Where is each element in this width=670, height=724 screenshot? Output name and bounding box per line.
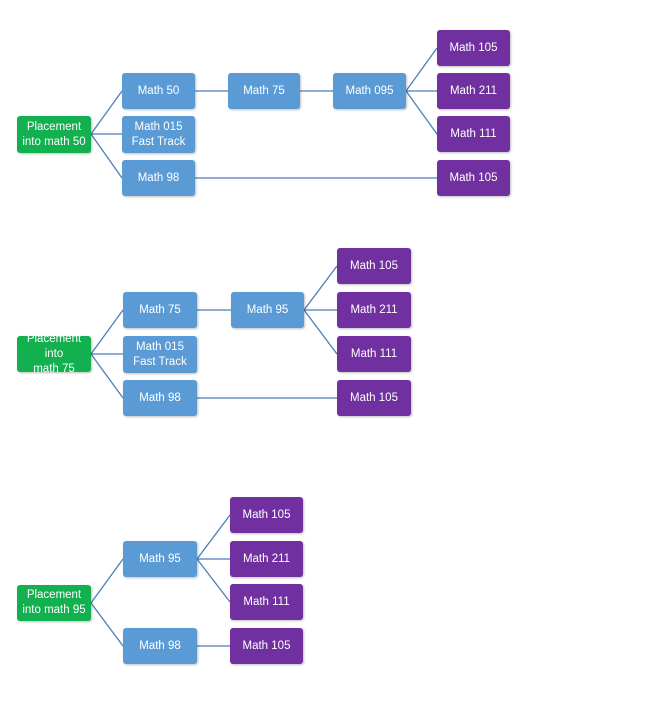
outcome-node: Math 105: [337, 380, 411, 416]
node-label: Math 50: [137, 84, 180, 97]
node-label: Math 111: [350, 347, 398, 360]
outcome-node: Math 111: [230, 584, 303, 620]
node-label: Math 98: [139, 391, 181, 404]
course-node: Math 75: [123, 292, 197, 328]
node-label: Math 75: [139, 303, 181, 316]
node-label: into math 95: [22, 604, 86, 616]
connector: [196, 514, 231, 560]
node-label: Math 015: [136, 340, 184, 353]
outcome-node: Math 111: [437, 116, 510, 152]
course-node: Math 95: [231, 292, 304, 328]
node-label: Math 98: [139, 639, 181, 652]
node-label: Math 095: [345, 84, 394, 97]
node-label: Math 211: [350, 303, 398, 316]
placement-node-math-50: Placement into math 50: [17, 116, 91, 153]
course-node: Math 98: [123, 628, 197, 664]
connector: [405, 90, 438, 135]
node-label: Fast Track: [131, 135, 186, 148]
outcome-node: Math 211: [437, 73, 510, 109]
course-node: Math 75: [228, 73, 300, 109]
outcome-node: Math 105: [337, 248, 411, 284]
connector: [90, 558, 124, 604]
node-label: Math 75: [243, 84, 285, 97]
node-label: Math 105: [242, 639, 291, 652]
node-label: Math 111: [450, 127, 497, 140]
node-label: Math 111: [243, 595, 290, 608]
node-label: Math 211: [242, 552, 291, 565]
outcome-node: Math 211: [230, 541, 303, 577]
node-label: Placement into: [26, 332, 82, 360]
outcome-node: Math 105: [230, 628, 303, 664]
connector: [90, 90, 123, 135]
outcome-node: Math 105: [437, 30, 510, 66]
outcome-node: Math 105: [437, 160, 510, 196]
outcome-node: Math 111: [337, 336, 411, 372]
node-label: Math 105: [350, 259, 398, 272]
connector: [90, 353, 124, 399]
placement-node-math-95: Placement into math 95: [17, 585, 91, 621]
connector: [196, 558, 231, 603]
node-label: Placement: [26, 120, 82, 133]
node-label: Placement: [26, 589, 82, 601]
node-label: Math 105: [449, 171, 498, 184]
node-label: Math 211: [449, 84, 498, 97]
node-label: Math 95: [246, 303, 289, 316]
node-label: Math 98: [137, 171, 180, 184]
placement-node-math-75: Placement into math 75: [17, 333, 91, 375]
course-node: Math 50: [122, 73, 195, 109]
connector: [303, 265, 338, 311]
node-label: Math 105: [449, 41, 498, 54]
course-node: Math 98: [122, 160, 195, 196]
connector: [405, 47, 438, 92]
course-node: Math 98: [123, 380, 197, 416]
outcome-node: Math 211: [337, 292, 411, 328]
connector: [90, 309, 124, 355]
outcome-node: Math 105: [230, 497, 303, 533]
node-label: Math 95: [139, 552, 181, 565]
connector: [90, 602, 124, 647]
node-label: Math 105: [242, 508, 291, 521]
course-node: Math 095: [333, 73, 406, 109]
course-node: Math 95: [123, 541, 197, 577]
node-label: Math 015: [134, 120, 183, 133]
node-label: math 75: [33, 362, 75, 375]
connector: [90, 133, 123, 179]
connector: [303, 309, 338, 355]
node-label: Fast Track: [133, 355, 187, 368]
node-label: into math 50: [22, 135, 86, 148]
node-label: Math 105: [350, 391, 398, 404]
